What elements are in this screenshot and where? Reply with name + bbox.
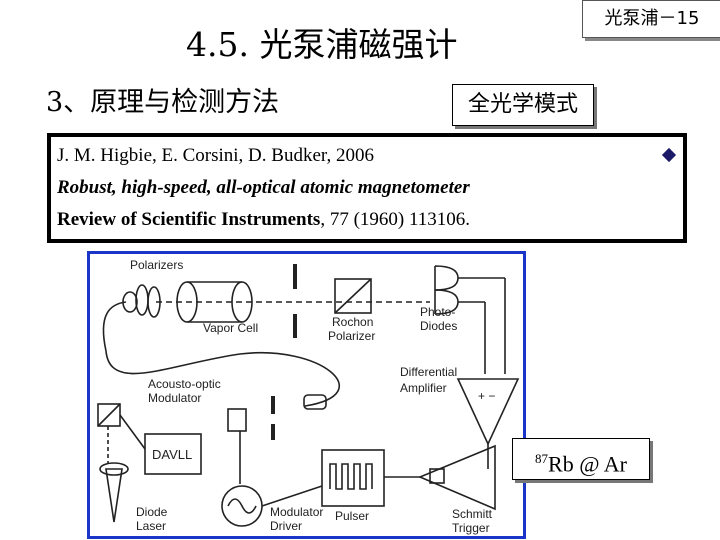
reference-box: J. M. Higbie, E. Corsini, D. Budker, 200… <box>47 133 687 243</box>
diode-laser <box>105 468 123 523</box>
section-subtitle: 3、原理与检测方法 <box>46 87 280 118</box>
label-polarizers: Polarizers <box>130 258 183 272</box>
label-plus-minus: + − <box>478 389 495 403</box>
fiber-loop <box>105 350 341 407</box>
result-tag: 87Rb @ Ar <box>512 438 650 480</box>
label-rochon-2: Polarizer <box>328 329 375 343</box>
polarizer-1 <box>135 284 149 316</box>
label-aom-2: Modulator <box>148 391 201 405</box>
label-mod-2: Driver <box>270 519 302 533</box>
reference-journal: Review of Scientific Instruments <box>57 209 321 230</box>
experiment-diagram: Polarizers Vapor Cell Rochon Polarizer P… <box>87 251 526 539</box>
fiber-coupler <box>122 291 138 313</box>
label-vapor-cell: Vapor Cell <box>203 321 258 335</box>
davll-box <box>144 433 202 475</box>
diagram-svg: Polarizers Vapor Cell Rochon Polarizer P… <box>97 258 520 535</box>
label-diode-2: Laser <box>136 519 166 533</box>
label-aom-1: Acousto-optic <box>148 377 221 391</box>
label-diff-1: Differential <box>400 365 457 379</box>
page-number-label: 光泵浦－15 <box>582 0 720 38</box>
fiber-line <box>102 301 127 352</box>
mode-tag: 全光学模式 <box>452 84 594 126</box>
differential-amplifier <box>456 378 520 446</box>
photodiode-1 <box>434 265 459 291</box>
vapor-cell-body <box>187 281 242 323</box>
reference-authors: J. M. Higbie, E. Corsini, D. Budker, 200… <box>57 145 374 166</box>
label-diode-1: Diode <box>136 505 168 519</box>
schmitt-trigger <box>417 444 496 511</box>
reference-journal-line: Review of Scientific Instruments, 77 (19… <box>57 209 470 231</box>
label-mod-1: Modulator <box>270 505 323 519</box>
rochon-polarizer <box>334 278 372 314</box>
pulser-box <box>321 449 385 507</box>
pulse-train <box>329 463 373 490</box>
reference-article-title: Robust, high-speed, all-optical atomic m… <box>57 177 470 198</box>
label-schmitt-2: Trigger <box>452 521 490 535</box>
label-photo-1: Photo- <box>420 305 455 319</box>
isotope-mass: 87 <box>535 451 549 466</box>
label-pulser: Pulser <box>335 509 369 523</box>
page-title: 4.5. 光泵浦磁强计 <box>186 25 458 64</box>
label-davll: DAVLL <box>152 447 192 462</box>
reference-citation: , 77 (1960) 113106. <box>320 209 471 230</box>
label-schmitt-1: Schmitt <box>452 507 493 521</box>
fiber-output <box>303 394 327 410</box>
label-diff-2: Amplifier <box>400 381 447 395</box>
schmitt-symbol <box>429 468 445 484</box>
label-photo-2: Diodes <box>420 319 457 333</box>
result-text: Rb @ Ar <box>548 451 627 477</box>
label-rochon-1: Rochon <box>332 315 373 329</box>
aom-box <box>227 408 247 432</box>
